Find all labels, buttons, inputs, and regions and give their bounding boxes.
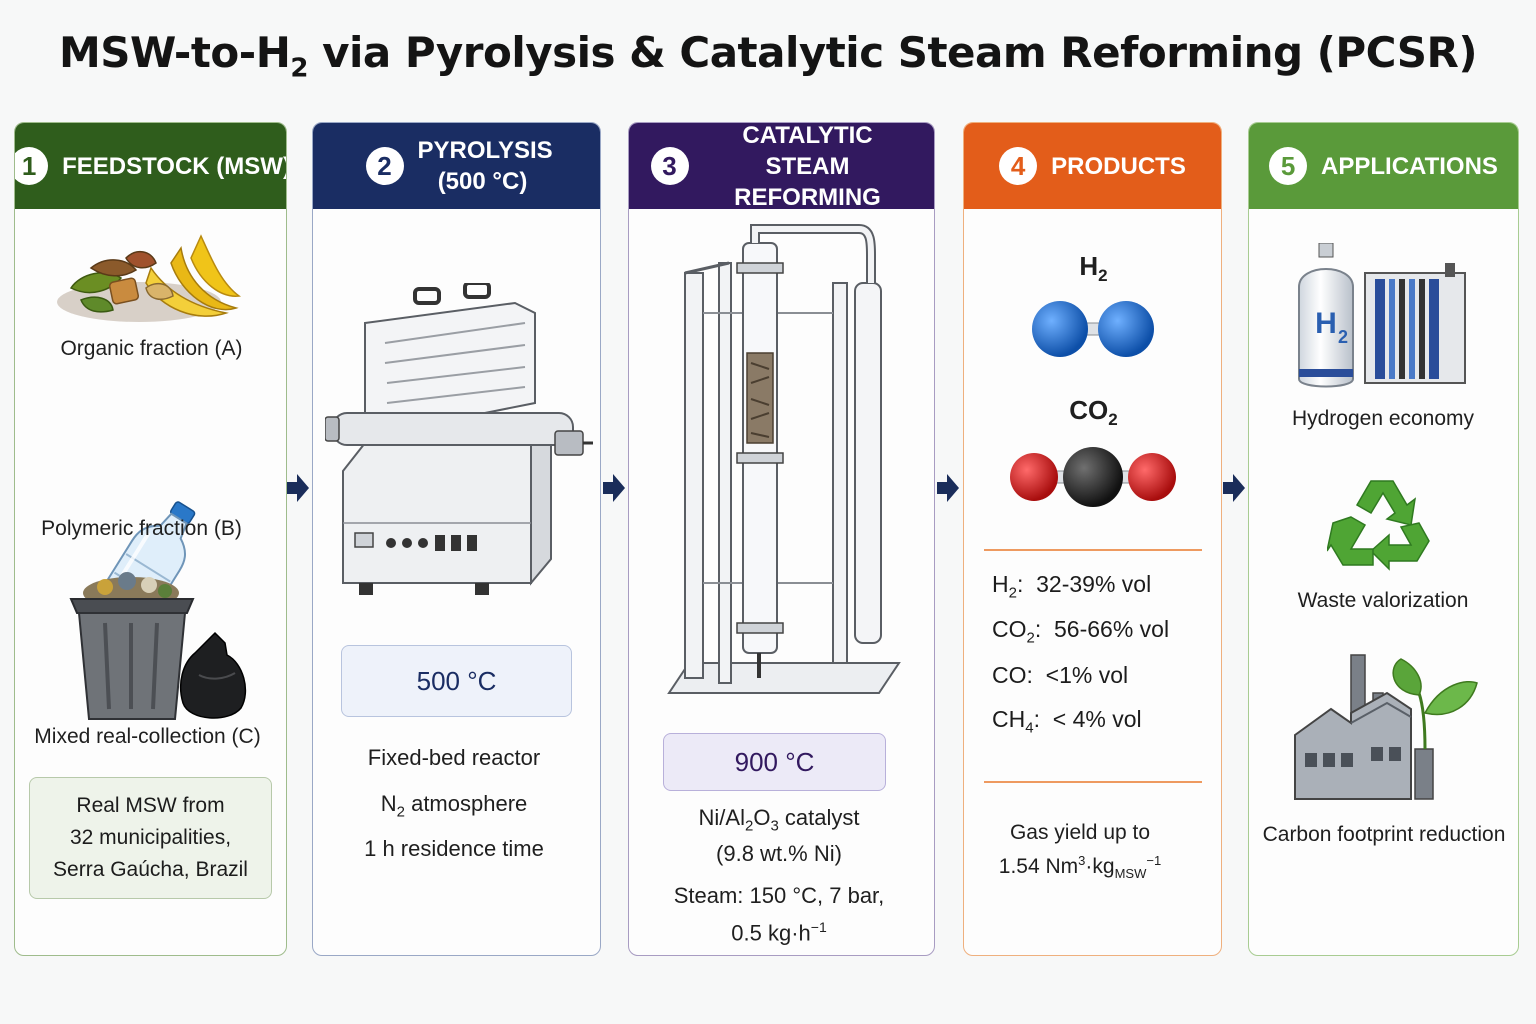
reforming-catalyst: Ni/Al2O3 catalyst [698, 805, 860, 835]
factory-leaf-icon [1294, 654, 1478, 800]
step-number: 4 [999, 147, 1038, 185]
steam-reformer-icon [667, 224, 901, 694]
panel-products: 4 PRODUCTS H2 CO2 H2: 32-39% vol CO2: 56… [963, 122, 1222, 956]
divider-top [984, 549, 1202, 551]
hydrogen-tank-fuel-cell-icon: H 2 [1298, 243, 1466, 388]
trash-bin-icon [69, 572, 247, 720]
composition-co: CO: <1% vol [992, 662, 1129, 688]
panel-title: APPLICATIONS [1321, 152, 1498, 180]
reforming-flow: 0.5 kg·h−1 [731, 919, 827, 946]
step-number: 1 [15, 147, 49, 185]
reforming-loading: (9.8 wt.% Ni) [716, 841, 842, 866]
panel-title: FEEDSTOCK (MSW) [62, 152, 287, 180]
step-number: 5 [1269, 147, 1308, 185]
page-title: MSW-to-H2 via Pyrolysis & Catalytic Stea… [58, 28, 1478, 84]
panel-applications: 5 APPLICATIONS H 2 Hydrogen economy Wast… [1248, 122, 1519, 956]
feed-label-organic: Organic fraction (A) [60, 337, 243, 360]
panel-header-applications: 5 APPLICATIONS [1249, 123, 1518, 209]
panel-header-feedstock: 1 FEEDSTOCK (MSW) [15, 123, 286, 209]
feed-label-polymeric: Polymeric fraction (B) [41, 517, 242, 540]
composition-ch4: CH4: < 4% vol [992, 706, 1142, 737]
flow-arrow-2 [603, 474, 625, 502]
tank-h2-subscript: 2 [1338, 327, 1348, 347]
pyrolysis-furnace-icon [325, 283, 593, 595]
composition-h2: H2: 32-39% vol [992, 571, 1152, 602]
panel-pyrolysis: 2 PYROLYSIS (500 °C) 500 °C Fixed-bed re… [312, 122, 601, 956]
panel-header-products: 4 PRODUCTS [964, 123, 1221, 209]
panel-feedstock: 1 FEEDSTOCK (MSW) Organic fraction (A) P… [14, 122, 287, 956]
panel-title: CATALYTIC STEAM REFORMING [734, 122, 881, 211]
co2-molecule-label: CO2 [1069, 395, 1118, 430]
composition-co2: CO2: 56-66% vol [992, 616, 1170, 647]
flow-arrow-3 [937, 474, 959, 502]
organic-waste-icon [57, 234, 242, 322]
feedstock-source-note: Real MSW from 32 municipalities, Serra G… [29, 777, 272, 899]
pyrolysis-residence: 1 h residence time [364, 836, 544, 861]
pyrolysis-temp-box: 500 °C [341, 645, 572, 717]
pyrolysis-atmosphere: N2 atmosphere [380, 791, 528, 821]
recycle-icon [1327, 480, 1430, 571]
h2-molecule-label: H2 [1079, 251, 1108, 286]
flow-arrow-4 [1223, 474, 1245, 502]
gas-yield-value: 1.54 Nm3·kgMSW−1 [998, 853, 1162, 882]
panel-reforming: 3 CATALYTIC STEAM REFORMING 900 °C Ni/Al… [628, 122, 935, 956]
step-number: 3 [650, 147, 689, 185]
feed-label-mixed: Mixed real-collection (C) [34, 725, 261, 748]
panel-header-pyrolysis: 2 PYROLYSIS (500 °C) [313, 123, 600, 209]
app-label-waste: Waste valorization [1297, 589, 1469, 612]
divider-bottom [984, 781, 1202, 783]
panel-title: PRODUCTS [1051, 152, 1186, 180]
panel-title: PYROLYSIS (500 °C) [417, 137, 553, 195]
gas-yield-label: Gas yield up to [1009, 821, 1151, 844]
app-label-hydrogen: Hydrogen economy [1291, 407, 1475, 430]
reforming-temp-box: 900 °C [663, 733, 886, 791]
tank-h2-text: H [1315, 307, 1337, 340]
step-number: 2 [365, 147, 404, 185]
app-label-carbon: Carbon footprint reduction [1262, 823, 1506, 846]
panel-header-reforming: 3 CATALYTIC STEAM REFORMING [629, 123, 934, 211]
pyrolysis-reactor: Fixed-bed reactor [367, 745, 541, 770]
co2-molecule-icon [1010, 447, 1176, 507]
h2-molecule-icon [1032, 301, 1154, 357]
flow-arrow-1 [287, 474, 309, 502]
reforming-steam: Steam: 150 °C, 7 bar, [673, 883, 885, 908]
